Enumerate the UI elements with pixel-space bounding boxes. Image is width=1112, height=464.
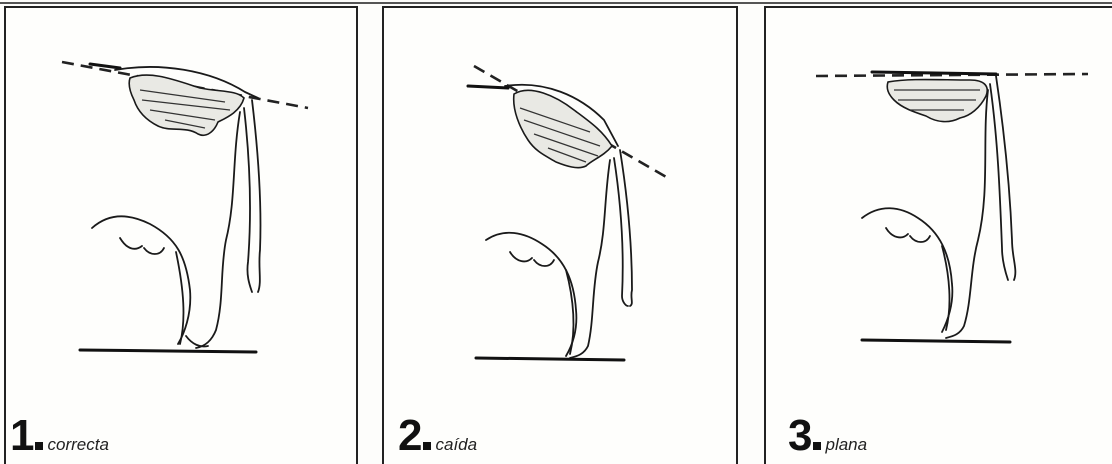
hip-bone xyxy=(468,86,508,88)
cow-rump-correct-drawing xyxy=(62,62,308,352)
hind-leg xyxy=(196,112,240,348)
udder-contour xyxy=(862,208,952,332)
ground-line xyxy=(476,358,624,360)
cow-rump-sloped-drawing xyxy=(468,66,668,360)
tail xyxy=(252,100,261,292)
ground-line xyxy=(80,350,256,352)
ground-line xyxy=(862,340,1010,342)
hip-bone xyxy=(90,64,120,68)
udder-contour xyxy=(486,233,576,356)
hip-bone xyxy=(872,72,996,74)
udder-contour xyxy=(92,216,190,344)
cow-rump-flat-drawing xyxy=(816,72,1088,342)
